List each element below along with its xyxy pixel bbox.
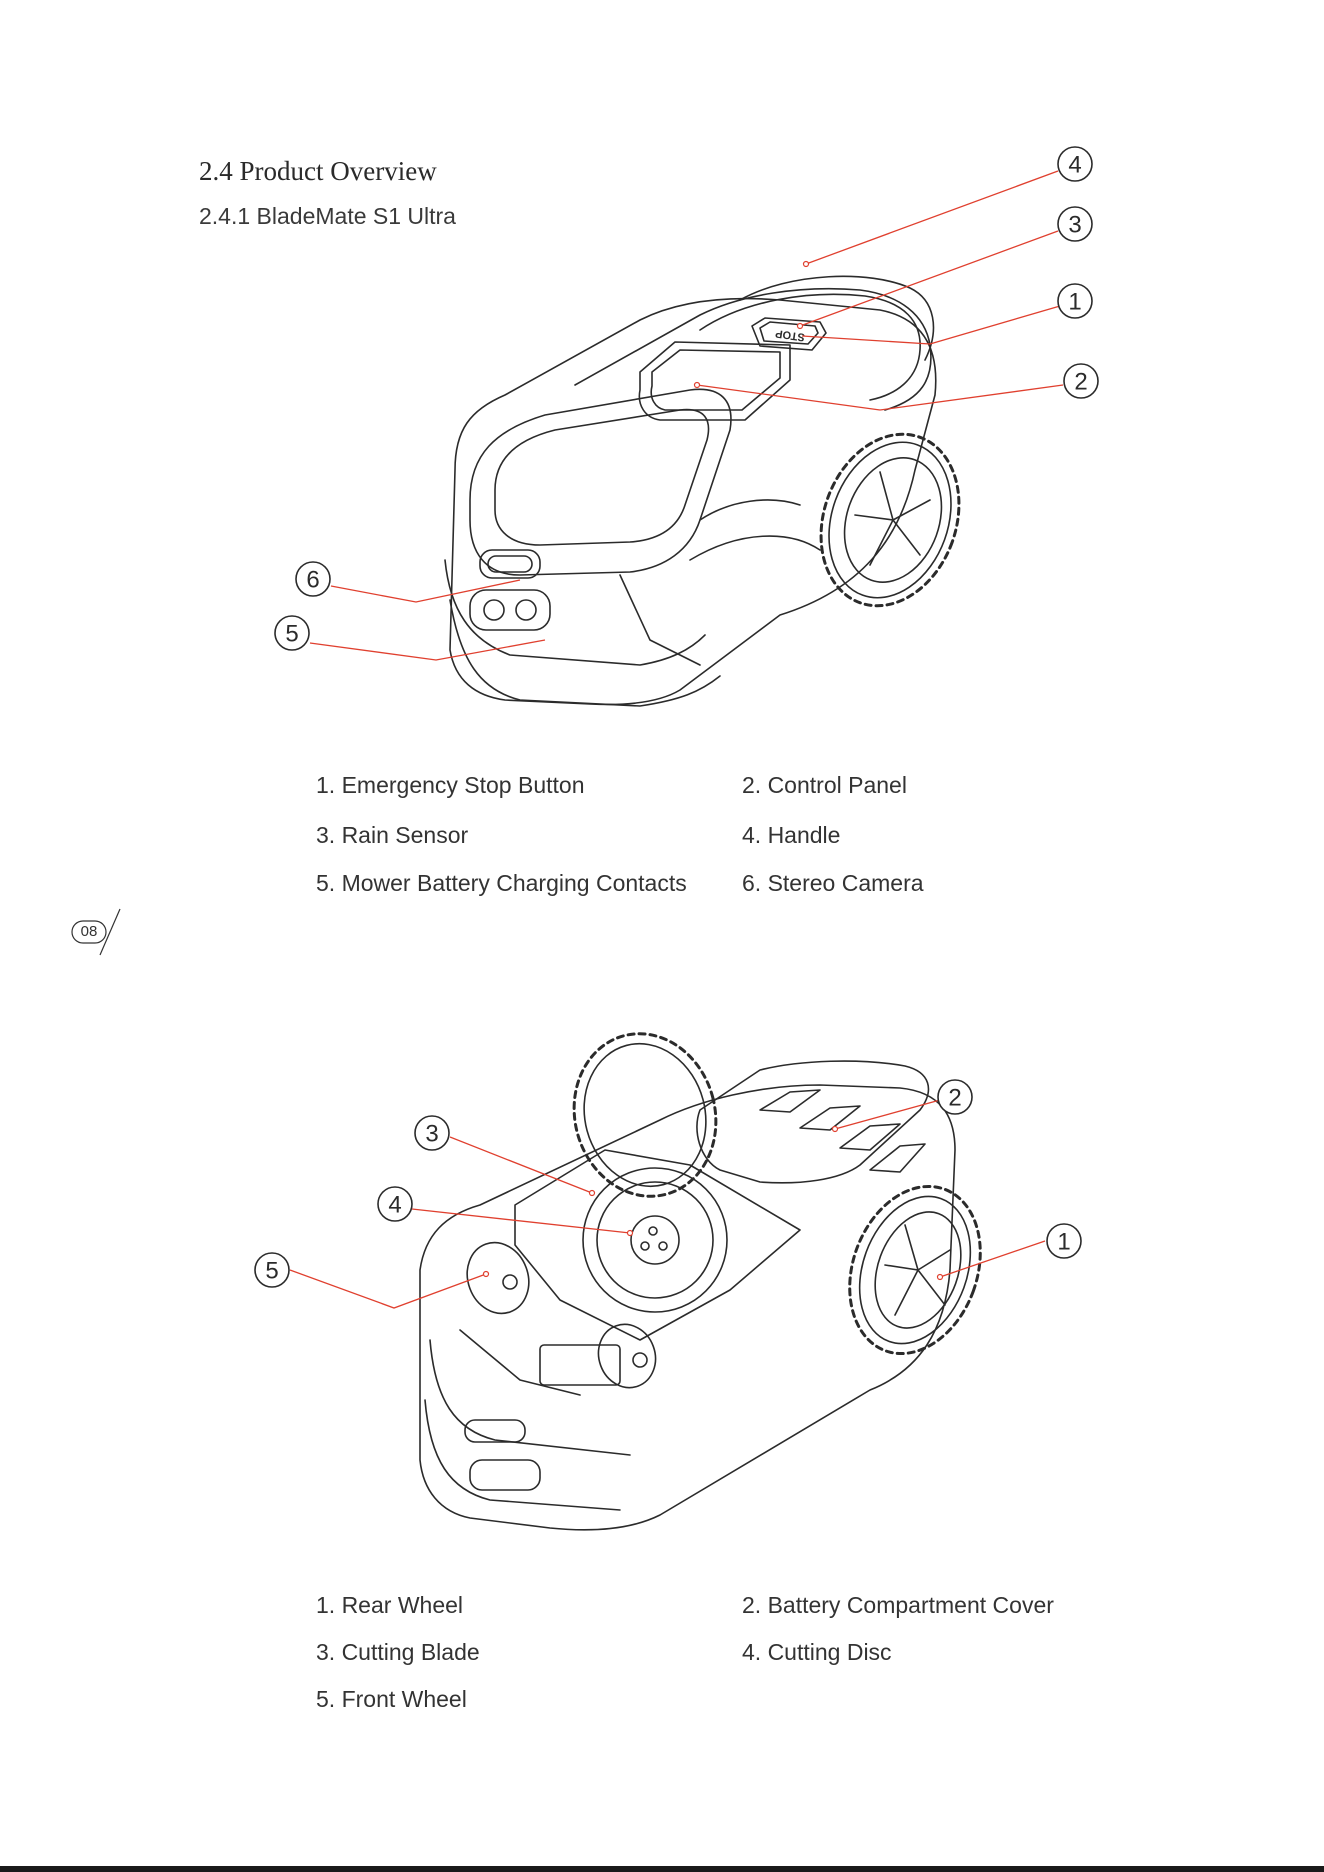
legend-item: 5. Mower Battery Charging Contacts bbox=[316, 870, 742, 916]
mower-top-view-figure: STOP bbox=[0, 0, 1324, 740]
bottom-view-legend: 1. Rear Wheel 2. Battery Compartment Cov… bbox=[316, 1592, 1142, 1733]
top-view-legend: 1. Emergency Stop Button 2. Control Pane… bbox=[316, 772, 1142, 916]
mower-bottom-view-figure: 2 3 4 5 1 bbox=[0, 1000, 1324, 1560]
legend-item: 3. Rain Sensor bbox=[316, 822, 742, 868]
page-number-badge: 08 bbox=[70, 907, 122, 957]
mower-top-view-illustration: STOP bbox=[0, 0, 1324, 740]
legend-item: 5. Front Wheel bbox=[316, 1686, 742, 1733]
callout-label: 4 bbox=[1068, 152, 1081, 179]
legend-item: 2. Battery Compartment Cover bbox=[742, 1592, 1142, 1639]
callout-label: 1 bbox=[1068, 289, 1081, 316]
stop-button-label: STOP bbox=[775, 327, 806, 343]
legend-item: 4. Handle bbox=[742, 822, 1142, 868]
callout-label: 1 bbox=[1057, 1229, 1070, 1256]
callout-label: 2 bbox=[1074, 369, 1087, 396]
legend-item: 3. Cutting Blade bbox=[316, 1639, 742, 1686]
callout-label: 2 bbox=[948, 1085, 961, 1112]
callout-label: 4 bbox=[388, 1192, 401, 1219]
mower-bottom-view-illustration: 2 3 4 5 1 bbox=[0, 1000, 1324, 1560]
callout-label: 5 bbox=[265, 1258, 278, 1285]
legend-item: 1. Emergency Stop Button bbox=[316, 772, 742, 820]
legend-item: 1. Rear Wheel bbox=[316, 1592, 742, 1639]
callout-label: 3 bbox=[425, 1121, 438, 1148]
footer-rule bbox=[0, 1866, 1324, 1872]
legend-item: 2. Control Panel bbox=[742, 772, 1142, 820]
callout-label: 3 bbox=[1068, 212, 1081, 239]
page-number: 08 bbox=[72, 923, 106, 940]
legend-item: 6. Stereo Camera bbox=[742, 870, 1142, 916]
legend-item: 4. Cutting Disc bbox=[742, 1639, 1142, 1686]
callout-label: 5 bbox=[285, 621, 298, 648]
callout-label: 6 bbox=[306, 567, 319, 594]
